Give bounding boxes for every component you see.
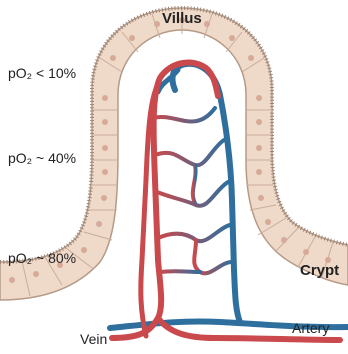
capillary-branch xyxy=(160,271,200,272)
vein-vessel xyxy=(112,63,340,340)
po2-bottom-label: pO₂ ~ 80% xyxy=(8,250,76,266)
capillary-branch xyxy=(153,108,215,121)
capillary-branch xyxy=(193,165,196,205)
villus-label: Villus xyxy=(162,10,202,27)
po2-middle-label: pO₂ ~ 40% xyxy=(8,150,76,166)
po2-top-label: pO₂ < 10% xyxy=(8,65,76,81)
capillary-branch xyxy=(194,240,232,273)
capillary-network xyxy=(153,108,232,273)
artery-label: Artery xyxy=(292,320,329,336)
capillary-branch xyxy=(155,140,224,165)
vein-label: Vein xyxy=(80,331,107,347)
crypt-label: Crypt xyxy=(300,262,339,279)
capillary-branch xyxy=(158,225,230,241)
